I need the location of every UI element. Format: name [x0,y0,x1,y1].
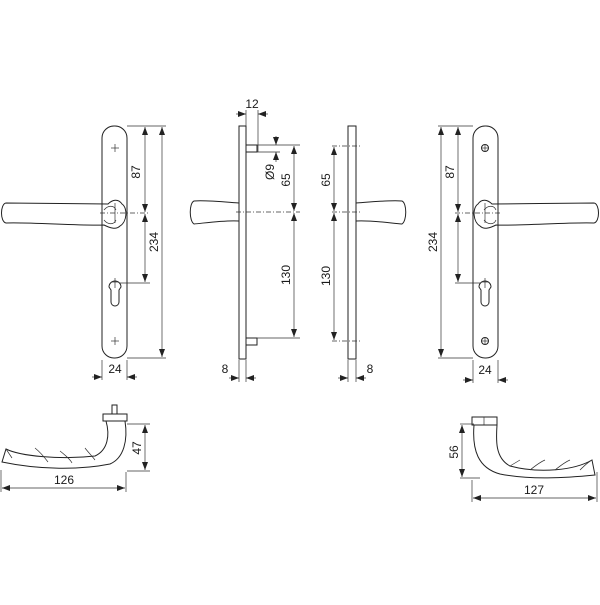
lever-profile-right: 56 127 [447,416,598,502]
dim-65-right: 65 [319,173,333,187]
plate-side-right [347,125,357,360]
dim-126: 126 [54,473,74,487]
lever-profile-left: 47 126 [0,404,150,492]
dim-8-left: 8 [222,362,229,376]
dim-12: 12 [245,97,259,111]
dim-24-right: 24 [478,363,492,377]
screw-icon [111,337,119,345]
backplate-left [101,125,128,359]
lever-side-right [355,200,407,225]
dim-130-right: 130 [319,266,333,286]
dim-130-left: 130 [279,265,293,285]
lever-handle-left [1,199,127,229]
front-view-right: 87 234 24 [426,125,599,383]
backplate-right [472,125,499,359]
plate-side-left [238,125,247,360]
screw-icon [481,144,489,152]
screw-icon [481,337,489,345]
front-view-left: 87 234 24 [1,125,166,380]
dim-234-left: 234 [147,232,161,252]
dim-87-right: 87 [443,165,457,179]
dim-47: 47 [130,441,144,455]
dim-87-left: 87 [129,165,143,179]
lever-handle-right [473,199,599,229]
screw-icon [111,144,119,152]
dim-127: 127 [524,483,544,497]
lever-side-left [189,200,240,225]
side-view-right: 65 130 8 [319,125,407,382]
dim-diameter-9: Ø9 [263,164,277,180]
dim-65-left: 65 [279,173,293,187]
dim-24-left: 24 [108,362,122,376]
dim-234-right: 234 [426,232,440,252]
pin-lower [245,337,258,346]
pin-upper [245,144,258,153]
side-view-left: 12 Ø9 65 130 8 [189,97,300,382]
dim-56: 56 [447,445,461,459]
dim-8-right: 8 [367,362,374,376]
